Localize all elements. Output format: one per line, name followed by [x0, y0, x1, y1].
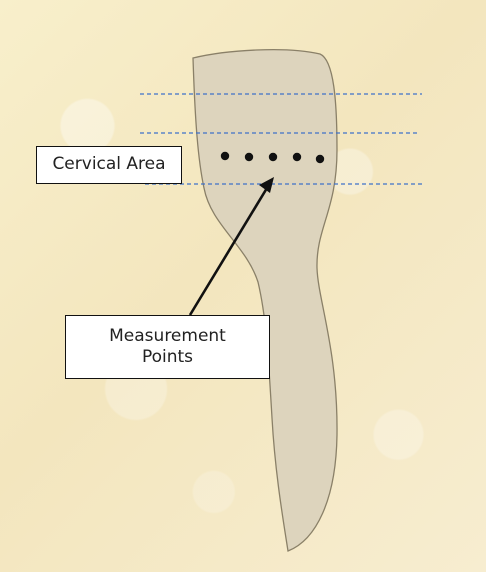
measurement-point [293, 153, 301, 161]
measurement-points-text-line-2: Points [142, 347, 193, 368]
measurement-point [245, 153, 253, 161]
measurement-points-label: Measurement Points [65, 315, 270, 379]
measurement-points-text-line-1: Measurement [109, 326, 226, 347]
measurement-point [316, 155, 324, 163]
tooth-shape [193, 50, 337, 551]
cervical-area-label: Cervical Area [36, 146, 182, 184]
measurement-point [221, 152, 229, 160]
cervical-area-text: Cervical Area [52, 154, 165, 175]
measurement-point [269, 153, 277, 161]
